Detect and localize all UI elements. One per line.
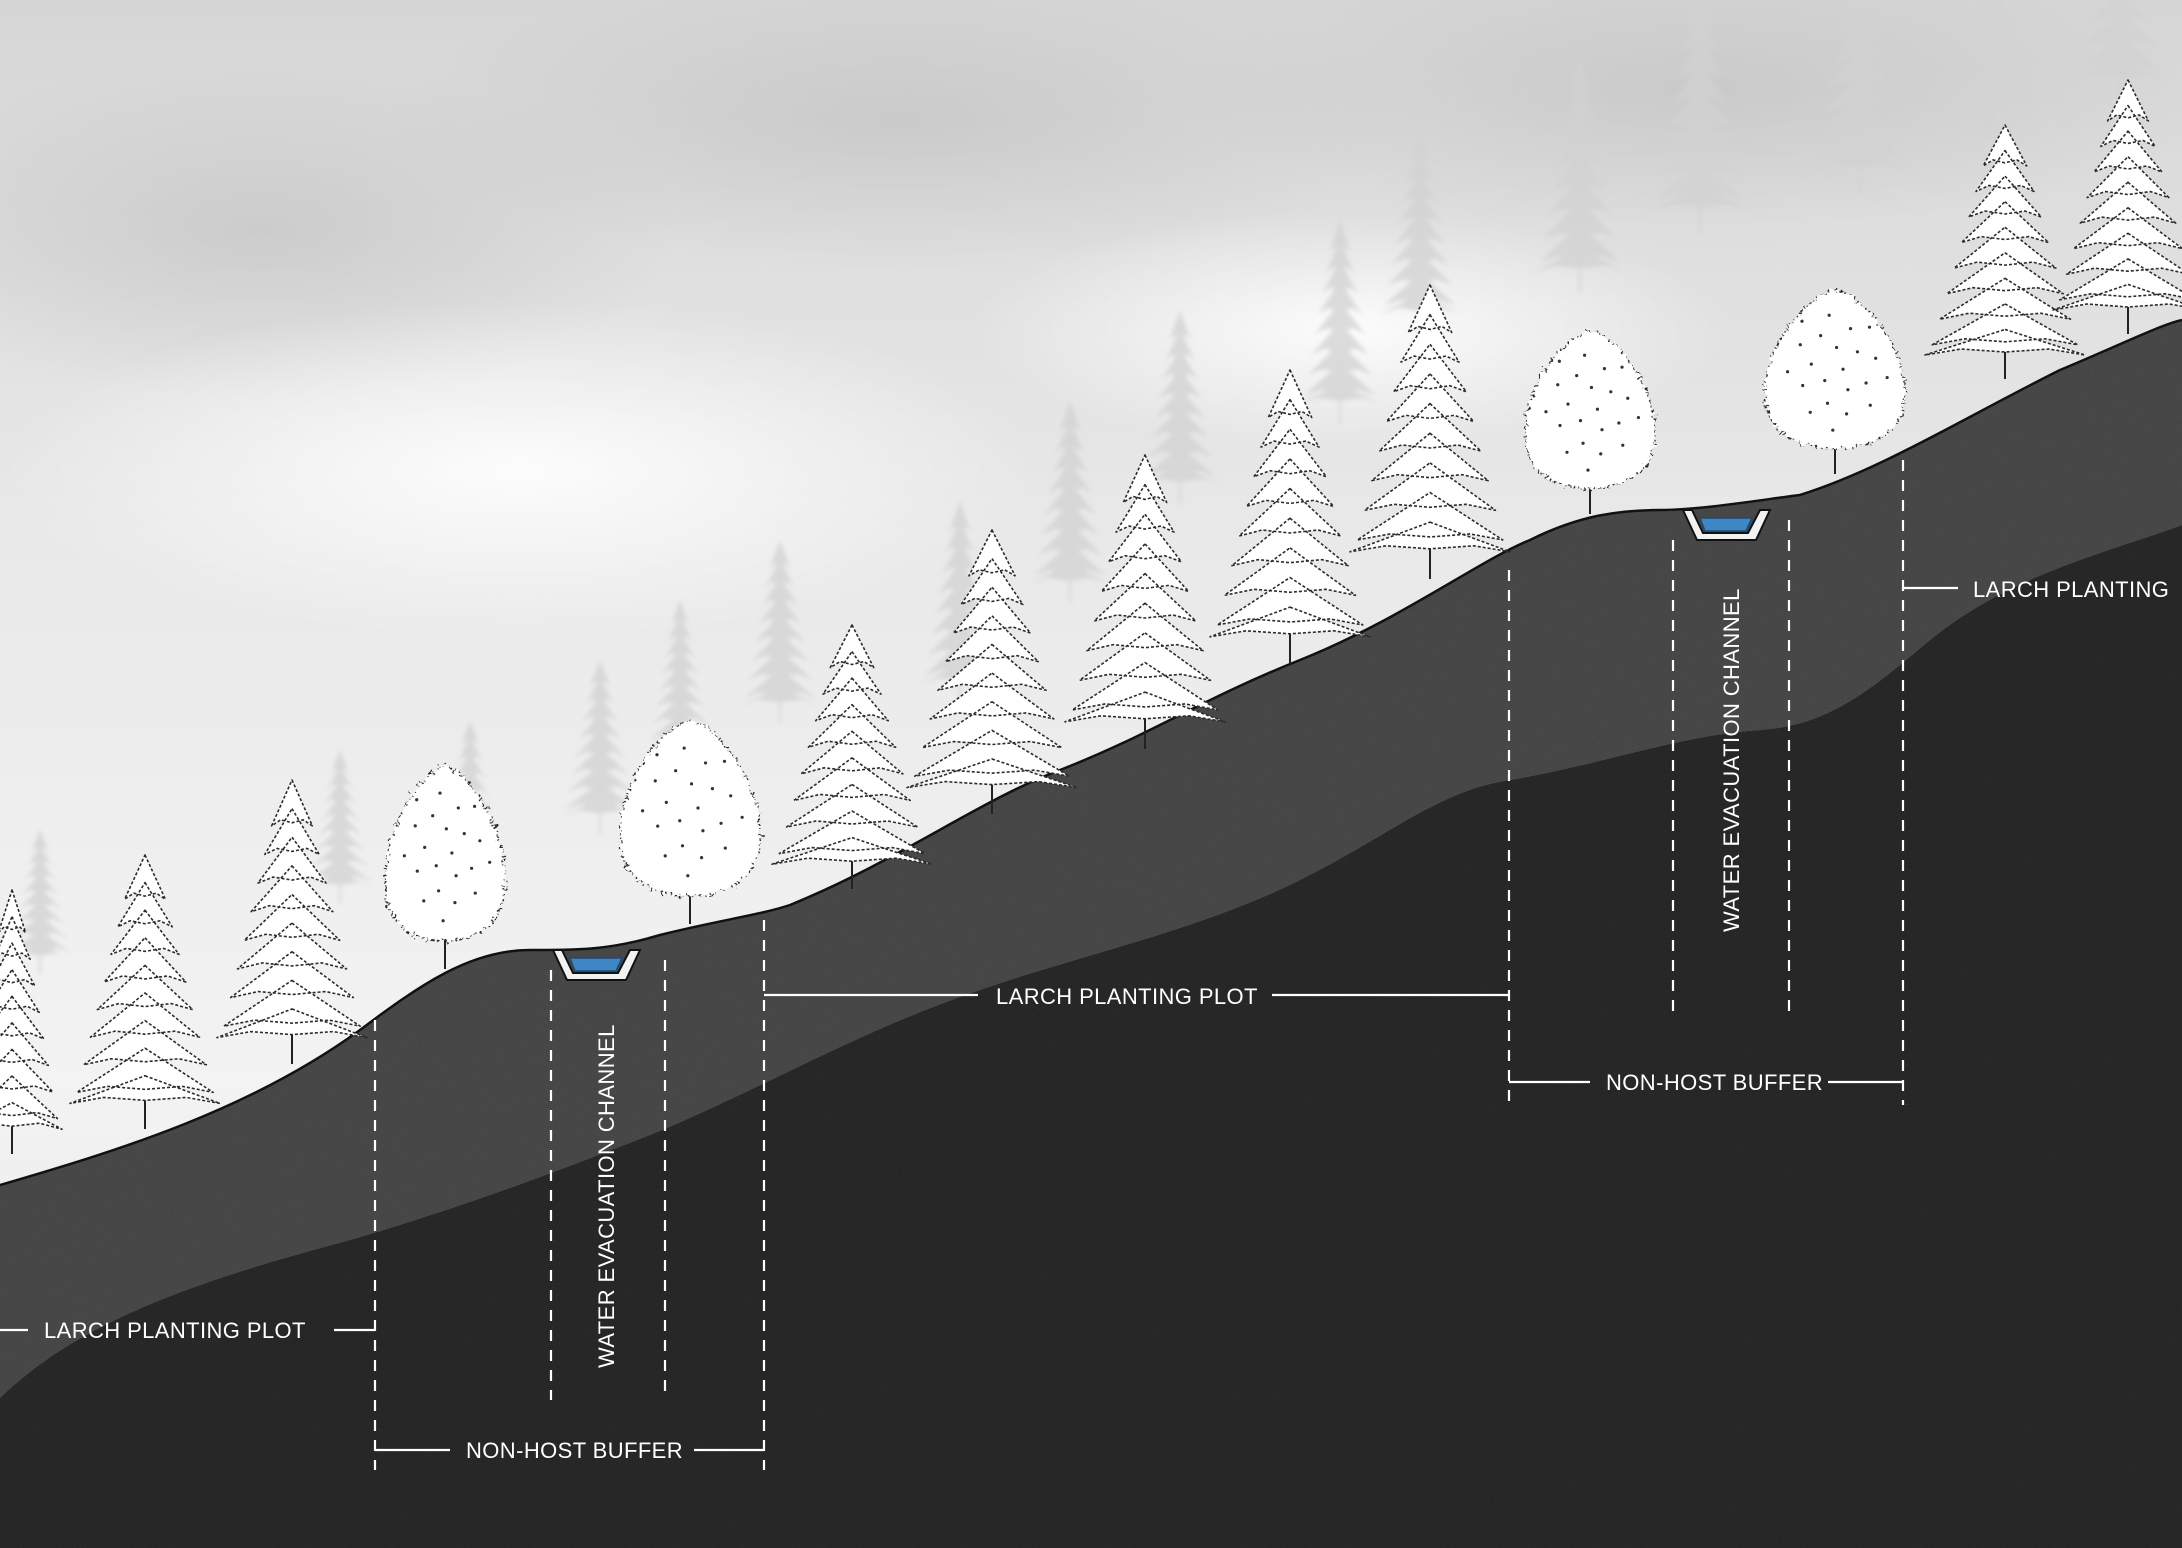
cloud — [0, 300, 1040, 640]
label-non-host-buffer-left: NON-HOST BUFFER — [466, 1438, 683, 1463]
label-larch-planting-left: LARCH PLANTING PLOT — [44, 1318, 306, 1343]
water-left — [570, 958, 622, 971]
label-water-channel-right: WATER EVACUATION CHANNEL — [1719, 588, 1744, 932]
label-larch-planting-middle: LARCH PLANTING PLOT — [996, 984, 1258, 1009]
label-water-channel-left: WATER EVACUATION CHANNEL — [594, 1024, 619, 1368]
label-larch-planting-right: LARCH PLANTING — [1973, 577, 2169, 602]
label-non-host-buffer-right: NON-HOST BUFFER — [1606, 1070, 1823, 1095]
water-right — [1700, 518, 1752, 531]
